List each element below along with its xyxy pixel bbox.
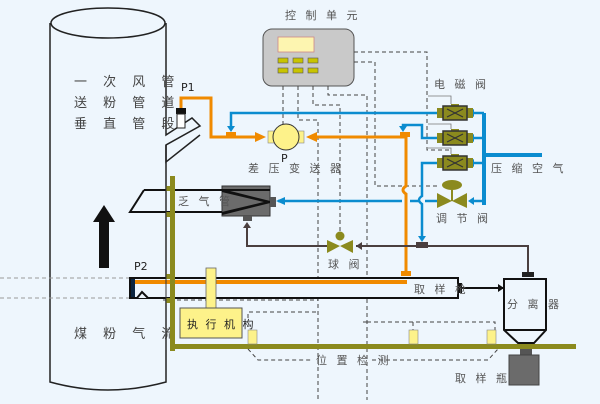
control-unit-buttons <box>277 57 319 74</box>
separator <box>503 278 547 344</box>
ball-valve <box>327 231 353 253</box>
exhaust-pipe <box>128 185 276 221</box>
solenoid-valve-1 <box>437 104 473 121</box>
solenoid-valve-3 <box>437 154 473 171</box>
p1-label: P1 <box>181 81 195 94</box>
compressed-air-label: 压 缩 空 气 <box>491 161 567 175</box>
pipe-label-line1: 一 次 风 管 <box>74 74 180 90</box>
sample-bottle <box>508 349 540 386</box>
p1-pressure-tap <box>176 108 186 129</box>
support-frame <box>165 176 576 351</box>
position-sensors <box>247 329 499 361</box>
regulating-valve <box>437 180 467 208</box>
actuator <box>179 267 243 339</box>
pressure-lines <box>179 96 411 276</box>
solenoid-valves <box>428 95 473 171</box>
flow-direction-arrow-icon <box>93 205 115 268</box>
pipe-label-line3: 垂 直 管 段 <box>74 117 180 132</box>
sample-bottle-label: 取 样 瓶 <box>455 371 510 385</box>
solenoid-valve-2 <box>437 129 473 146</box>
pipe-label-line2: 送 粉 管 道 <box>74 96 180 111</box>
p2-label: P2 <box>134 260 148 273</box>
position-detect-label: 位 置 检 测 <box>316 353 392 367</box>
dp-symbol: P <box>281 152 288 165</box>
regulating-valve-label: 调 节 阀 <box>436 211 491 225</box>
coal-flow-label: 煤 粉 气 流 <box>74 326 180 342</box>
solenoid-valve-label: 电 磁 阀 <box>434 77 489 91</box>
control-unit <box>262 28 355 87</box>
ball-valve-label: 球 阀 <box>328 257 363 271</box>
dp-transmitter-label: 差 压 变 送 器 <box>248 161 344 175</box>
sampling-gun-label: 取 样 枪 <box>414 282 469 296</box>
actuator-label: 执 行 机 构 <box>187 317 256 331</box>
compressed-air-lines <box>227 109 542 242</box>
differential-pressure-transmitter <box>267 123 305 151</box>
separator-label: 分 离 器 <box>507 297 562 311</box>
control-unit-display <box>277 36 315 53</box>
exhaust-return-line <box>243 222 534 277</box>
exhaust-pipe-label: 乏 气 管 <box>178 194 233 208</box>
control-unit-label: 控 制 单 元 <box>285 8 361 22</box>
